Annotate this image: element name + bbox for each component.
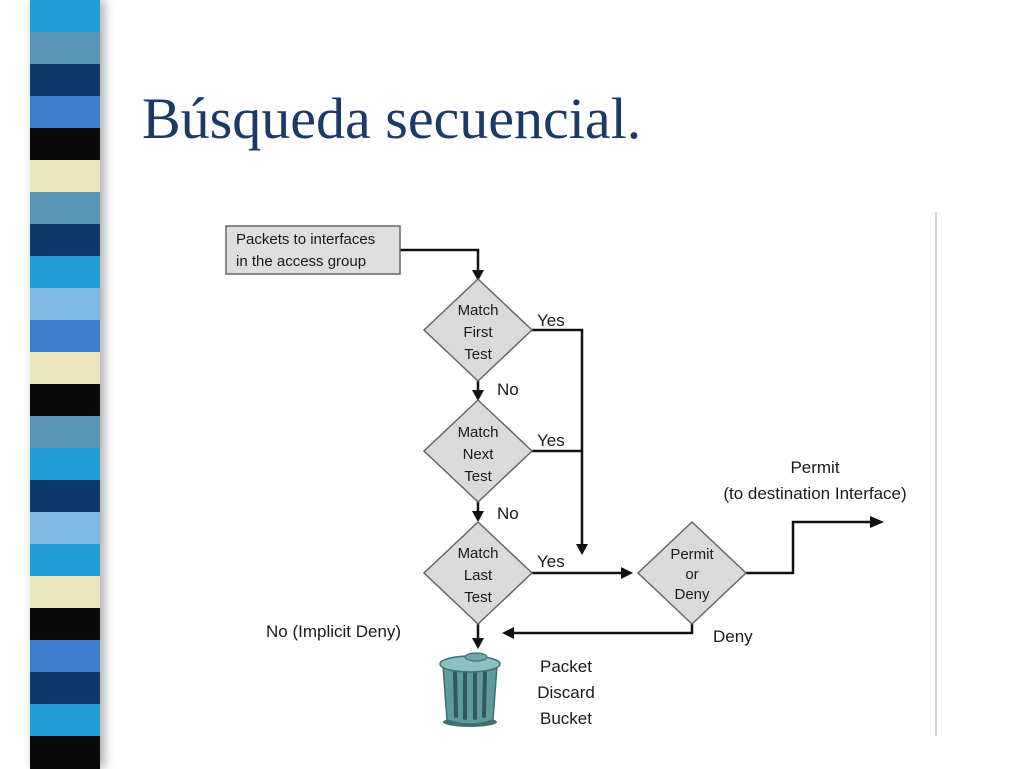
stripe-segment xyxy=(30,416,100,449)
decision-permit-line-2: or xyxy=(685,566,698,583)
decision-next-test: Match Next Test xyxy=(422,398,534,504)
bucket-rib-4 xyxy=(482,670,487,718)
stripe-segment xyxy=(30,320,100,353)
stripe-segment xyxy=(30,288,100,321)
label-yes-next: Yes xyxy=(537,431,565,450)
label-no-first: No xyxy=(497,380,519,399)
arrowhead-next xyxy=(472,390,484,401)
label-yes-last: Yes xyxy=(537,552,565,571)
start-box: Packets to interfaces in the access grou… xyxy=(225,225,401,275)
bucket-handle xyxy=(464,652,488,662)
arrowhead-last xyxy=(472,511,484,522)
decision-next-line-2: Next xyxy=(463,446,495,463)
label-yes-first: Yes xyxy=(537,311,565,330)
bucket-label: Packet Discard Bucket xyxy=(537,657,595,728)
bucket-label-line-3: Bucket xyxy=(540,709,592,728)
bucket-label-line-2: Discard xyxy=(537,683,595,702)
stripe-segment xyxy=(30,256,100,289)
stripe-segment xyxy=(30,512,100,545)
decision-last-shape xyxy=(422,520,534,626)
start-line-1: Packets to interfaces xyxy=(236,231,375,248)
decision-last-line-2: Last xyxy=(464,567,493,584)
decision-permit-shape xyxy=(636,520,748,626)
stripe-segment xyxy=(30,192,100,225)
label-no-next: No xyxy=(497,504,519,523)
arrowhead-first xyxy=(472,270,484,281)
stripe-segment xyxy=(30,704,100,737)
decision-last-line-1: Match xyxy=(458,545,499,562)
connector-yes-bus xyxy=(532,328,584,546)
arrowhead-yes-bus xyxy=(576,544,588,555)
stripe-segment xyxy=(30,96,100,129)
diagram-border xyxy=(935,212,937,736)
stripe-segment xyxy=(30,480,100,513)
stripe-segment xyxy=(30,160,100,193)
decision-first-shape xyxy=(422,277,534,383)
stripe-segment xyxy=(30,64,100,97)
arrowhead-bucket xyxy=(472,638,484,649)
connectors xyxy=(400,248,884,649)
stripe-segment xyxy=(30,544,100,577)
decision-last-line-3: Test xyxy=(464,589,492,606)
decision-permit-line-1: Permit xyxy=(670,546,714,563)
edge-labels: Yes Yes Yes No No No (Implicit Deny) Den… xyxy=(266,311,907,646)
arrowhead-deny xyxy=(502,627,514,639)
connector-deny xyxy=(512,623,694,635)
decision-next-shape xyxy=(422,398,534,504)
bucket-label-line-1: Packet xyxy=(540,657,592,676)
stripe-segment xyxy=(30,352,100,385)
decision-last-test: Match Last Test xyxy=(422,520,534,626)
decision-first-line-3: Test xyxy=(464,346,492,363)
label-permit-destination: (to destination Interface) xyxy=(723,484,906,503)
arrowhead-permit xyxy=(870,516,884,528)
bucket-body xyxy=(442,665,498,725)
stripe-segment xyxy=(30,672,100,705)
trash-bucket-icon xyxy=(439,652,501,727)
decision-next-line-1: Match xyxy=(458,424,499,441)
decision-permit-line-3: Deny xyxy=(674,586,710,603)
decision-first-line-1: Match xyxy=(458,302,499,319)
stripe-segment xyxy=(30,32,100,65)
connector-start-to-first xyxy=(400,248,480,272)
decorative-stripe-bar xyxy=(30,0,100,769)
arrowhead-to-permit xyxy=(621,567,633,579)
bucket-rib-1 xyxy=(453,670,458,718)
start-line-2: in the access group xyxy=(236,253,366,270)
decision-next-line-3: Test xyxy=(464,468,492,485)
label-permit: Permit xyxy=(790,458,839,477)
stripe-segment xyxy=(30,608,100,641)
stripe-segment xyxy=(30,640,100,673)
stripe-segment xyxy=(30,128,100,161)
label-deny: Deny xyxy=(713,627,753,646)
stripe-segment xyxy=(30,736,100,769)
stripe-segment xyxy=(30,224,100,257)
decision-permit-or-deny: Permit or Deny xyxy=(636,520,748,626)
start-box-shape xyxy=(225,225,401,275)
stripe-segment xyxy=(30,448,100,481)
decision-first-test: Match First Test xyxy=(422,277,534,383)
decision-first-line-2: First xyxy=(463,324,493,341)
label-no-implicit-deny: No (Implicit Deny) xyxy=(266,622,401,641)
stripe-segment xyxy=(30,576,100,609)
stripe-segment xyxy=(30,0,100,33)
connector-permit xyxy=(746,520,872,575)
stripe-segment xyxy=(30,384,100,417)
slide-title: Búsqueda secuencial. xyxy=(142,86,642,151)
